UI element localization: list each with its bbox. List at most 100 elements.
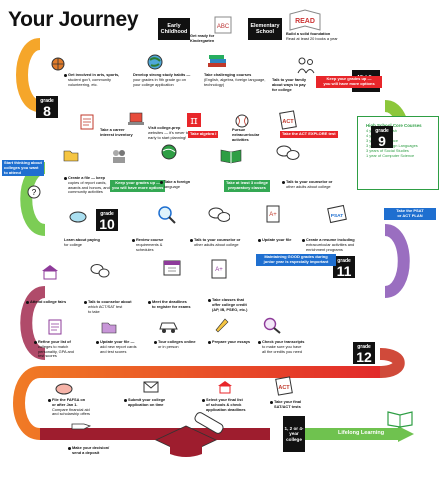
grade-9-number: 9 — [378, 133, 386, 149]
magnifier-icon — [263, 317, 281, 334]
grade-word: grade — [40, 98, 54, 104]
grade-12-number: 12 — [356, 349, 372, 365]
envelope-icon — [143, 381, 159, 393]
stage-early-childhood: Early Childhood — [158, 18, 190, 40]
step-dot — [64, 177, 67, 180]
step-dot — [26, 301, 29, 304]
certificate-icon: A+ — [211, 259, 227, 279]
step-update-file: Update your file — [258, 237, 291, 243]
path-curve-4 — [383, 224, 410, 298]
grade-8-number: 8 — [43, 103, 51, 119]
callout-explore: Take the ACT EXPLORE test — [280, 131, 338, 138]
path-arrowhead — [398, 426, 414, 442]
grade-11-number: 11 — [336, 263, 352, 279]
step-dot — [160, 181, 163, 184]
step-dot — [148, 301, 151, 304]
car-icon — [159, 322, 178, 333]
folder-icon — [101, 322, 117, 334]
callout-algebra: Take algebra I — [188, 131, 219, 138]
path-curve-5 — [20, 286, 47, 360]
abc-block-icon: ABC — [214, 16, 232, 34]
magnifier-icon — [158, 206, 176, 224]
step-dot — [124, 399, 127, 402]
certificate-text: A+ — [215, 267, 223, 273]
step-dot — [84, 301, 87, 304]
step-dot — [154, 341, 157, 344]
grade-word: grade — [357, 344, 371, 350]
stage-college-type: 1, 2 or 4-year college — [283, 416, 305, 452]
path-curve-1 — [16, 38, 42, 112]
act-test-text: ACT — [282, 119, 294, 125]
globe-icon — [147, 54, 163, 70]
read-book-text: READ — [295, 18, 315, 25]
act-test-text: ACT — [278, 385, 290, 391]
book-open-icon — [220, 149, 242, 164]
open-book-icon — [387, 411, 413, 428]
step-involved: Get involved in arts, sports,student gov… — [64, 72, 119, 87]
pointing-hand-icon — [71, 423, 92, 430]
grade-10-number: 10 — [99, 216, 115, 232]
path-band-7 — [13, 365, 380, 440]
path-curve-6 — [379, 348, 405, 378]
clipboard-icon — [80, 114, 94, 130]
speech-bubbles-icon — [208, 207, 230, 222]
campus-icon — [218, 381, 232, 394]
step-dot — [258, 239, 261, 242]
piggy-bank-icon — [69, 211, 87, 223]
step-college-fairs: Attend college fairs — [26, 299, 66, 305]
step-dot — [190, 239, 193, 242]
read-book-icon: READ — [289, 9, 321, 31]
svg-text:π: π — [190, 114, 197, 127]
piggy-bank-icon — [55, 383, 73, 395]
step-dot — [208, 341, 211, 344]
report-card-text: A+ — [269, 212, 277, 218]
report-card-icon: A+ — [266, 205, 280, 223]
step-study-habits: Develop strong study habits —your grades… — [133, 72, 191, 87]
step-dot — [258, 341, 261, 344]
stage-elementary: Elementary School — [248, 18, 282, 40]
campus-icon — [42, 265, 58, 280]
psat-test-icon: PSAT — [327, 204, 347, 224]
step-dot — [282, 181, 285, 184]
pencil-icon — [215, 318, 229, 333]
core-course-item: 1 year of Computer Science — [366, 153, 415, 159]
act-test-icon: ACT — [279, 110, 297, 130]
folder-icon — [63, 150, 79, 162]
grade-word: grade — [337, 258, 351, 264]
globe-chat-icon — [161, 144, 177, 160]
step-dot — [302, 239, 305, 242]
core-courses-heading: High School Core Courses — [366, 123, 422, 128]
psat-test-text: PSAT — [331, 213, 344, 219]
step-dot — [270, 401, 273, 404]
people-icon — [113, 150, 125, 163]
basketball-icon — [51, 57, 65, 71]
calendar-icon — [163, 260, 181, 276]
step-dot — [64, 74, 67, 77]
family-icon — [297, 57, 315, 74]
clipboard-icon — [48, 319, 62, 335]
speech-bubbles-icon — [90, 264, 110, 278]
